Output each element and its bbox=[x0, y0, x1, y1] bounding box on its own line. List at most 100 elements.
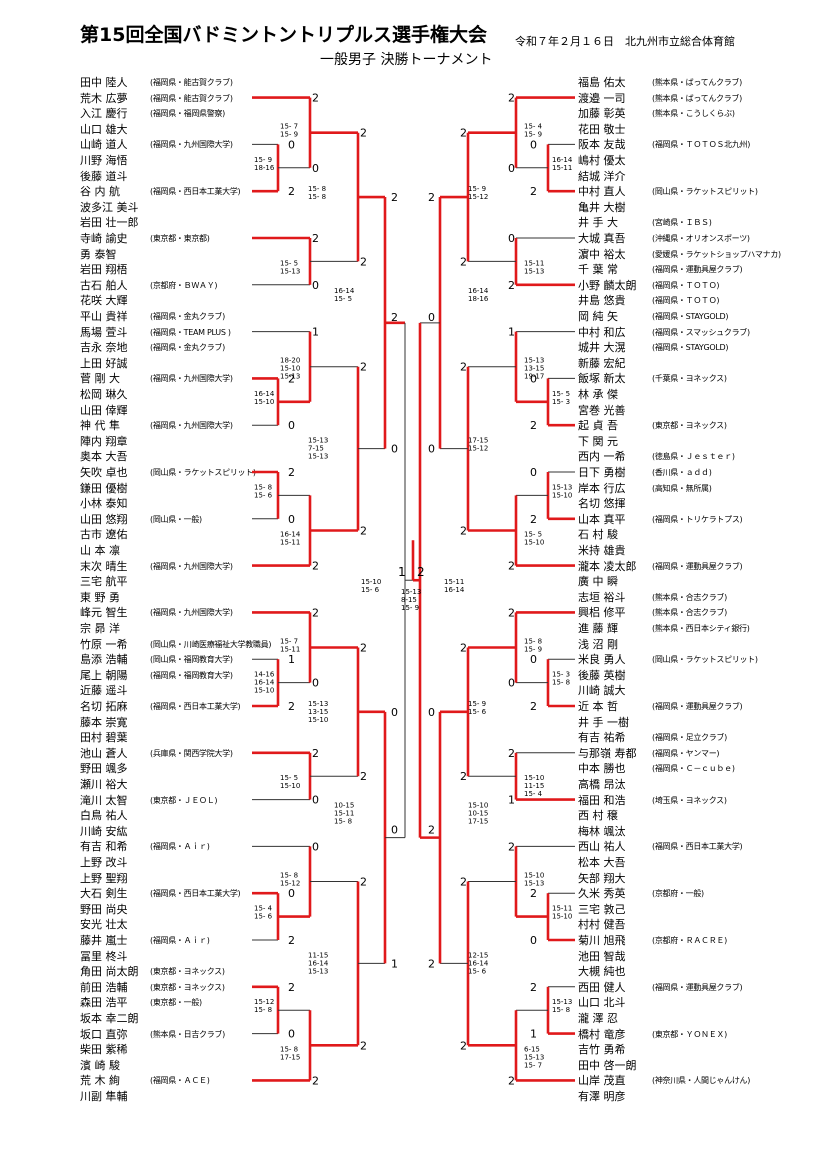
score-label: 15-10 bbox=[524, 872, 544, 880]
score-label: 15-12 bbox=[280, 880, 300, 888]
score-label: 15- 9 bbox=[401, 604, 419, 612]
score-label: 15-10 bbox=[552, 913, 572, 921]
score-label: 15- 4 bbox=[524, 790, 543, 798]
player-name: 川崎 誠大 bbox=[578, 684, 626, 698]
team-affiliation: (熊本県・合志クラブ) bbox=[652, 592, 727, 602]
player-name: 荒 木 絢 bbox=[80, 1074, 120, 1088]
player-name: 島添 浩輔 bbox=[80, 653, 128, 667]
score-label: 0 bbox=[428, 706, 435, 719]
score-label: 0 bbox=[288, 513, 295, 526]
score-label: 16-14 bbox=[444, 586, 465, 594]
score-label: 15-13 bbox=[308, 967, 328, 975]
player-name: 坂口 直弥 bbox=[80, 1027, 128, 1041]
team-affiliation: (福岡県・九州国際大学) bbox=[150, 608, 233, 618]
player-name: 前田 浩輔 bbox=[80, 980, 128, 994]
score-label: 15-11 bbox=[444, 578, 464, 586]
team-affiliation: (熊本県・ばってんクラブ) bbox=[652, 78, 742, 87]
player-name: 日下 勇樹 bbox=[578, 466, 626, 479]
score-label: 18-20 bbox=[280, 357, 300, 365]
team-affiliation: (神奈川県・人間じゃんけん) bbox=[652, 1076, 751, 1086]
player-name: 川崎 安紘 bbox=[80, 824, 128, 838]
player-name: 橋村 竜彦 bbox=[578, 1027, 626, 1041]
team-affiliation: (福岡県・STAYGOLD) bbox=[652, 312, 729, 321]
score-label: 0 bbox=[312, 279, 319, 292]
score-label: 1 bbox=[398, 565, 406, 579]
score-label: 0 bbox=[288, 1028, 295, 1041]
score-label: 15-13 bbox=[308, 437, 328, 445]
player-name: 上田 好誠 bbox=[80, 356, 128, 370]
player-name: 上野 改斗 bbox=[80, 856, 128, 869]
score-label: 1 bbox=[312, 326, 319, 339]
score-label: 2 bbox=[391, 191, 398, 204]
score-label: 15- 8 bbox=[308, 193, 326, 201]
player-name: 村村 健吾 bbox=[578, 918, 626, 932]
player-name: 菅 剛 大 bbox=[80, 372, 120, 386]
score-label: 0 bbox=[428, 311, 435, 324]
score-label: 15-12 bbox=[254, 998, 274, 1006]
player-name: 山 本 凛 bbox=[80, 544, 120, 557]
team-affiliation: (福岡県・西日本工業大学) bbox=[150, 702, 241, 711]
team-affiliation: (福岡県・西日本工業大学) bbox=[652, 842, 743, 852]
player-name: 岩田 壮一郎 bbox=[80, 216, 139, 230]
team-affiliation: (福岡県・ＴＯＴＯＳ北九州) bbox=[652, 140, 751, 150]
player-name: 古石 舶人 bbox=[80, 278, 128, 292]
score-label: 2 bbox=[460, 127, 467, 140]
player-name: 安光 壮太 bbox=[80, 918, 128, 932]
player-name: 神 代 隼 bbox=[80, 419, 120, 433]
player-name: 荒木 広夢 bbox=[80, 91, 128, 105]
player-name: 浅 沼 剛 bbox=[578, 637, 618, 651]
score-label: 2 bbox=[530, 700, 537, 713]
score-label: 1 bbox=[391, 957, 398, 970]
team-affiliation: (東京都・ＪＥＯＬ) bbox=[150, 795, 218, 805]
player-name: 梅林 颯汰 bbox=[578, 824, 626, 838]
score-label: 15- 6 bbox=[361, 586, 380, 594]
team-affiliation: (兵庫県・関西学院大学) bbox=[150, 748, 233, 758]
team-affiliation: (沖縄県・オリオンスポーツ) bbox=[652, 234, 750, 243]
player-name: 山崎 道人 bbox=[80, 138, 128, 152]
score-label: 15-11 bbox=[524, 259, 544, 267]
score-label: 15-13 bbox=[524, 357, 544, 365]
score-label: 2 bbox=[530, 981, 537, 994]
player-name: 小野 麟太朗 bbox=[578, 278, 637, 292]
team-affiliation: (埼玉県・ヨネックス) bbox=[652, 795, 727, 805]
team-affiliation: (東京都・東京都) bbox=[150, 234, 210, 243]
player-name: 亀井 大樹 bbox=[578, 200, 626, 214]
score-label: 7-15 bbox=[308, 445, 324, 453]
score-label: 16-14 bbox=[280, 531, 301, 539]
team-affiliation: (福岡県・運動具屋クラブ) bbox=[652, 702, 743, 711]
team-affiliation: (福岡県・Ａｉｒ) bbox=[150, 842, 210, 852]
player-name: 白鳥 祐人 bbox=[80, 809, 128, 823]
score-label: 15- 8 bbox=[254, 1006, 272, 1014]
score-label: 15-10 bbox=[280, 782, 300, 790]
player-name: 西 村 穣 bbox=[578, 809, 618, 823]
player-name: 濱 崎 駿 bbox=[80, 1058, 120, 1072]
score-label: 15-13 bbox=[280, 267, 300, 275]
player-name: 大槻 純也 bbox=[578, 965, 626, 979]
player-name: 大石 剣生 bbox=[80, 887, 128, 901]
team-affiliation: (福岡県・TEAM PLUS ) bbox=[150, 327, 231, 337]
score-label: 1 bbox=[530, 1028, 537, 1041]
score-label: 2 bbox=[312, 560, 319, 573]
player-name: 池山 蒼人 bbox=[80, 746, 128, 760]
score-label: 15- 8 bbox=[308, 185, 326, 193]
player-name: 井島 悠貴 bbox=[578, 294, 626, 308]
score-label: 0 bbox=[530, 934, 537, 947]
score-label: 0 bbox=[288, 419, 295, 432]
score-label: 15-12 bbox=[468, 445, 488, 453]
score-label: 15- 4 bbox=[524, 123, 543, 131]
score-label: 15-12 bbox=[468, 193, 488, 201]
player-name: 加藤 彰英 bbox=[578, 107, 626, 121]
team-affiliation: (福岡県・STAYGOLD) bbox=[652, 343, 729, 353]
player-name: 久米 秀英 bbox=[578, 887, 626, 901]
score-label: 18-16 bbox=[468, 295, 489, 303]
score-label: 15- 5 bbox=[334, 295, 352, 303]
player-name: 山口 北斗 bbox=[578, 996, 626, 1010]
player-name: 大城 真吾 bbox=[578, 232, 626, 245]
player-name: 角田 尚太朗 bbox=[80, 965, 139, 979]
player-name: 矢吹 卓也 bbox=[80, 466, 128, 479]
score-label: 19-17 bbox=[524, 373, 544, 381]
team-affiliation: (東京都・ＹＯＮＥＸ) bbox=[652, 1029, 727, 1039]
score-label: 2 bbox=[360, 770, 367, 783]
score-label: 2 bbox=[460, 770, 467, 783]
